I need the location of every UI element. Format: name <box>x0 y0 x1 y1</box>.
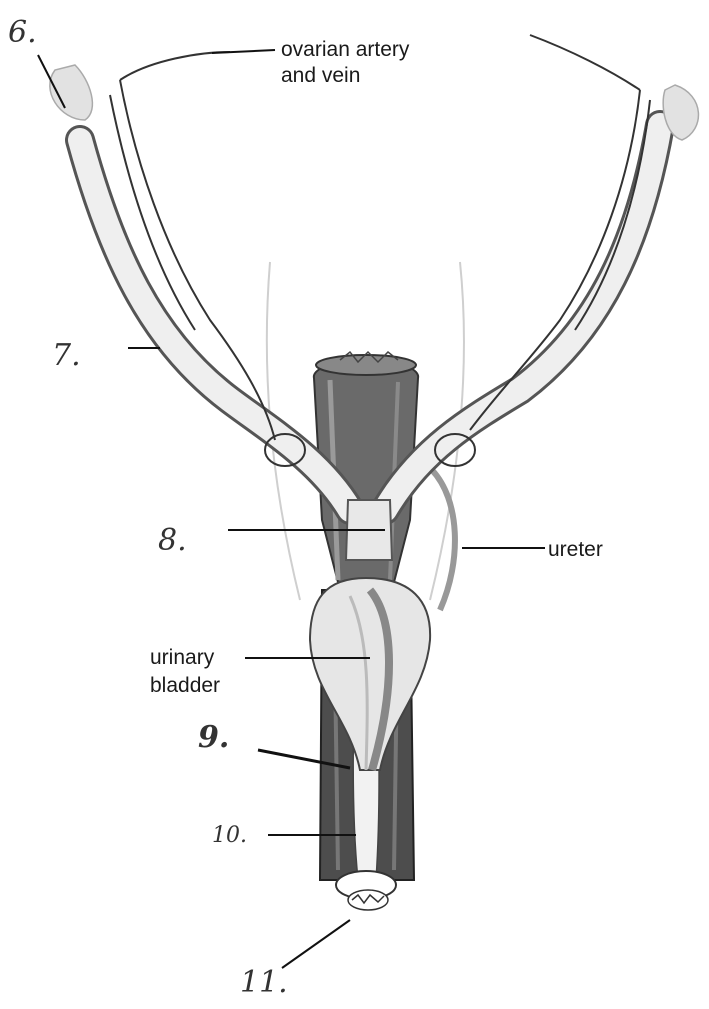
urogenital-opening <box>336 871 396 910</box>
number-11: 11. <box>240 965 288 1000</box>
label-urinary-line2: bladder <box>150 674 220 697</box>
number-10: 10. <box>212 823 247 848</box>
leader-lines <box>38 50 545 968</box>
label-ovarian-artery-line2: and vein <box>281 64 360 87</box>
number-9: 9. <box>198 720 229 755</box>
label-ureter: ureter <box>548 538 603 561</box>
label-ovarian-artery-line1: ovarian artery <box>281 38 410 61</box>
number-6: 6. <box>8 15 37 50</box>
number-8: 8. <box>158 523 187 558</box>
right-uterine-horn <box>385 125 660 510</box>
left-uterine-horn <box>80 140 350 510</box>
label-urinary-line1: urinary <box>150 646 215 669</box>
number-7: 7. <box>52 338 81 373</box>
